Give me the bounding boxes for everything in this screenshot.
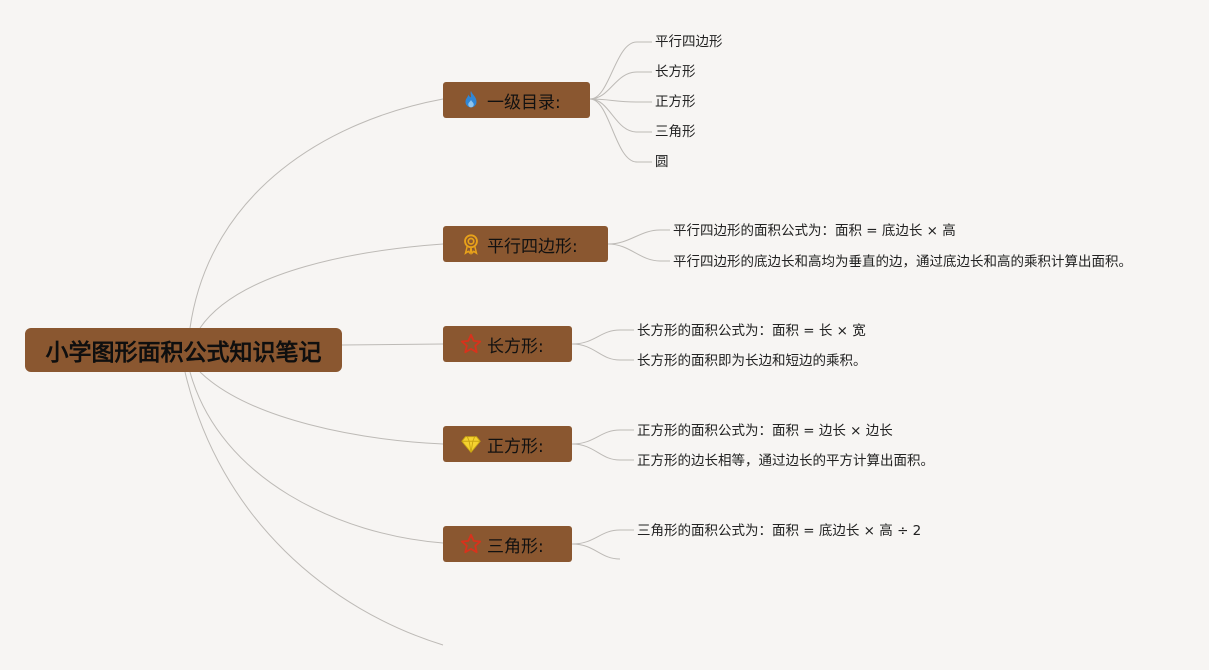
leaf-topic[interactable]: 三角形 bbox=[655, 124, 696, 140]
branch-triangle[interactable]: 三角形: bbox=[443, 526, 572, 562]
leaf-topic[interactable]: 平行四边形的面积公式为：面积 = 底边长 × 高 bbox=[673, 223, 956, 239]
connector-b1-leaf-1 bbox=[589, 41, 652, 100]
connector-root-branch-1 bbox=[189, 98, 444, 329]
connector-b2-leaf-2 bbox=[607, 243, 670, 262]
connector-b1-leaf-3 bbox=[589, 98, 652, 103]
connector-root-branch-4 bbox=[199, 371, 444, 445]
leaf-topic[interactable]: 圆 bbox=[655, 154, 669, 170]
connector-b5-leaf-2 bbox=[571, 543, 621, 560]
connector-b3-leaf-2 bbox=[571, 343, 634, 361]
connector-root-branch-3 bbox=[341, 343, 444, 346]
connector-root-branch-5 bbox=[189, 371, 444, 544]
branch-rectangle[interactable]: 长方形: bbox=[443, 326, 572, 362]
star-outline-icon bbox=[460, 333, 482, 355]
connector-b3-leaf-1 bbox=[571, 329, 634, 345]
branch-label: 平行四边形: bbox=[487, 236, 578, 257]
leaf-topic[interactable]: 三角形的面积公式为：面积 = 底边长 × 高 ÷ 2 bbox=[637, 523, 922, 539]
leaf-topic[interactable]: 平行四边形 bbox=[655, 34, 723, 50]
leaf-topic[interactable]: 正方形 bbox=[655, 94, 696, 110]
branch-parallelogram[interactable]: 平行四边形: bbox=[443, 226, 608, 262]
leaf-topic[interactable]: 长方形的面积即为长边和短边的乘积。 bbox=[637, 353, 867, 369]
branch-square[interactable]: 正方形: bbox=[443, 426, 572, 462]
leaf-topic[interactable]: 正方形的面积公式为：面积 = 边长 × 边长 bbox=[637, 423, 893, 439]
connector-b4-leaf-2 bbox=[571, 443, 634, 461]
root-topic[interactable]: 小学图形面积公式知识笔记 bbox=[25, 328, 342, 372]
fire-icon bbox=[460, 89, 482, 111]
branch-label: 三角形: bbox=[487, 536, 544, 557]
root-topic-label: 小学图形面积公式知识笔记 bbox=[45, 340, 322, 366]
award-badge-icon bbox=[460, 233, 482, 255]
diamond-icon bbox=[460, 433, 482, 455]
connector-b5-leaf-1 bbox=[571, 529, 634, 545]
connector-b1-leaf-4 bbox=[589, 98, 652, 133]
branch-label: 长方形: bbox=[487, 336, 544, 357]
branch-label: 正方形: bbox=[487, 436, 544, 457]
leaf-topic[interactable]: 长方形 bbox=[655, 64, 696, 80]
leaf-topic[interactable]: 正方形的边长相等，通过边长的平方计算出面积。 bbox=[637, 453, 934, 469]
leaf-topic[interactable]: 长方形的面积公式为：面积 = 长 × 宽 bbox=[637, 323, 866, 339]
branch-table-of-contents[interactable]: 一级目录: bbox=[443, 82, 590, 118]
connector-b2-leaf-1 bbox=[607, 229, 670, 245]
connector-b4-leaf-1 bbox=[571, 429, 634, 445]
connector-b1-leaf-5 bbox=[589, 98, 652, 163]
branch-label: 一级目录: bbox=[487, 92, 561, 113]
star-outline-icon bbox=[460, 533, 482, 555]
connector-root-branch-2 bbox=[199, 243, 444, 329]
connector-root-extra bbox=[184, 371, 444, 646]
leaf-topic[interactable]: 平行四边形的底边长和高均为垂直的边，通过底边长和高的乘积计算出面积。 bbox=[673, 254, 1132, 270]
connector-b1-leaf-2 bbox=[589, 71, 652, 100]
